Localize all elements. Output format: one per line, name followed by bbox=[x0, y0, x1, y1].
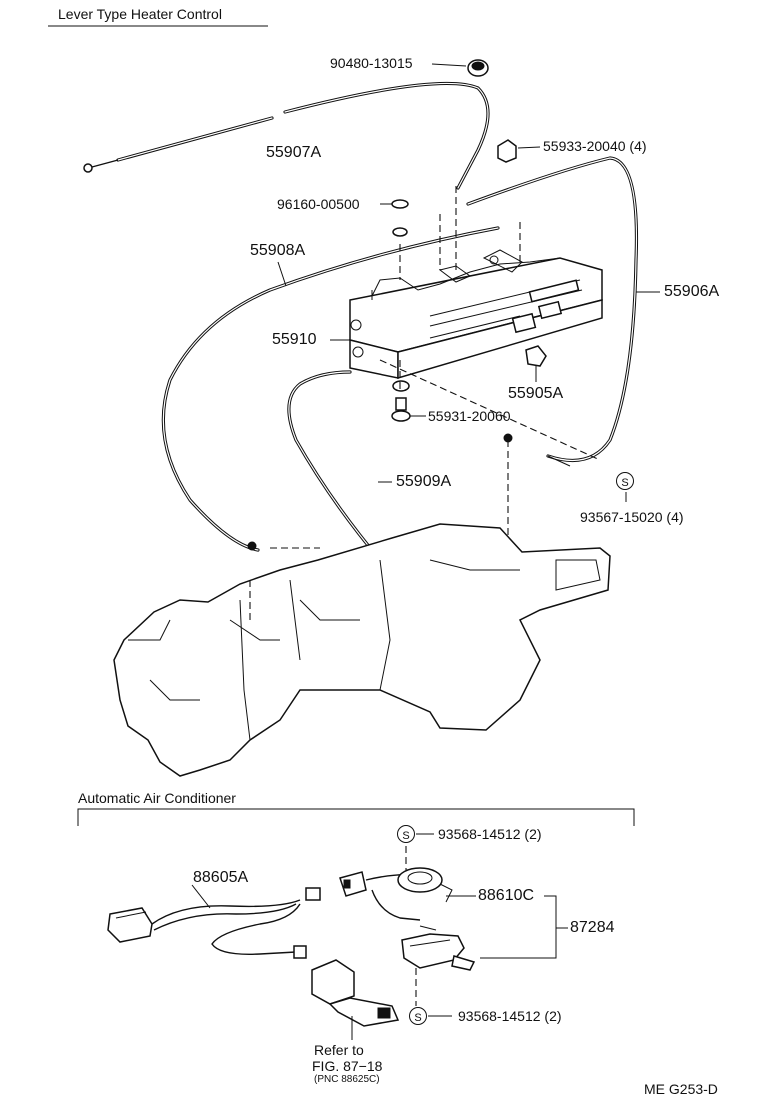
cable-55908A bbox=[161, 226, 500, 552]
label-55909A: 55909A bbox=[396, 473, 452, 490]
s-mark-93568-bottom: S bbox=[409, 1007, 427, 1025]
s-mark-93568-top-text: S bbox=[402, 830, 410, 842]
heater-control-unit-55910 bbox=[330, 249, 603, 380]
refer-line-3: (PNC 88625C) bbox=[314, 1074, 380, 1085]
cable-55906A bbox=[466, 156, 660, 463]
label-93568-14512-bottom: 93568-14512 (2) bbox=[458, 1008, 562, 1024]
washer-96160 bbox=[380, 199, 409, 237]
label-90480-13015: 90480-13015 bbox=[330, 55, 413, 71]
refer-line-2: FIG. 87−18 bbox=[312, 1058, 383, 1074]
label-55905A: 55905A bbox=[508, 385, 564, 402]
transmission-assembly bbox=[113, 523, 611, 777]
screw-55931 bbox=[391, 380, 426, 422]
label-88605A: 88605A bbox=[193, 869, 249, 886]
knob-55905A bbox=[525, 345, 547, 382]
s-mark-93567-text: S bbox=[621, 477, 629, 489]
figure-code: ME G253-D bbox=[644, 1081, 718, 1097]
clip-90480 bbox=[431, 59, 489, 77]
label-87284: 87284 bbox=[570, 919, 615, 936]
s-mark-93567: S bbox=[616, 472, 634, 490]
clip-55933 bbox=[497, 139, 541, 163]
label-93568-14512-top: 93568-14512 (2) bbox=[438, 826, 542, 842]
label-55910: 55910 bbox=[272, 331, 317, 348]
sensor-88610C bbox=[339, 867, 476, 921]
label-55933-20040: 55933-20040 (4) bbox=[543, 138, 647, 154]
label-55906A: 55906A bbox=[664, 283, 720, 300]
heater-section-title: Lever Type Heater Control bbox=[58, 6, 222, 22]
clip-93567 bbox=[503, 433, 627, 502]
actuator-87284 bbox=[401, 895, 568, 971]
label-88610C: 88610C bbox=[478, 887, 535, 904]
dash-93568 bbox=[405, 846, 417, 1006]
s-mark-93568-top: S bbox=[397, 825, 415, 843]
label-55908A: 55908A bbox=[250, 242, 306, 259]
label-96160-00500: 96160-00500 bbox=[277, 196, 360, 212]
label-93567-15020: 93567-15020 (4) bbox=[580, 509, 684, 525]
aircon-bracket bbox=[77, 808, 635, 826]
dashed-lines bbox=[379, 186, 601, 540]
duct-connector bbox=[311, 959, 400, 1040]
refer-line-1: Refer to bbox=[314, 1042, 364, 1058]
cable-55907A bbox=[83, 81, 490, 190]
harness-88605A bbox=[107, 884, 321, 959]
aircon-section-title: Automatic Air Conditioner bbox=[78, 790, 236, 806]
s-mark-93568-bottom-text: S bbox=[414, 1012, 422, 1024]
label-55907A: 55907A bbox=[266, 144, 322, 161]
label-55931-20060: 55931-20060 bbox=[428, 408, 511, 424]
